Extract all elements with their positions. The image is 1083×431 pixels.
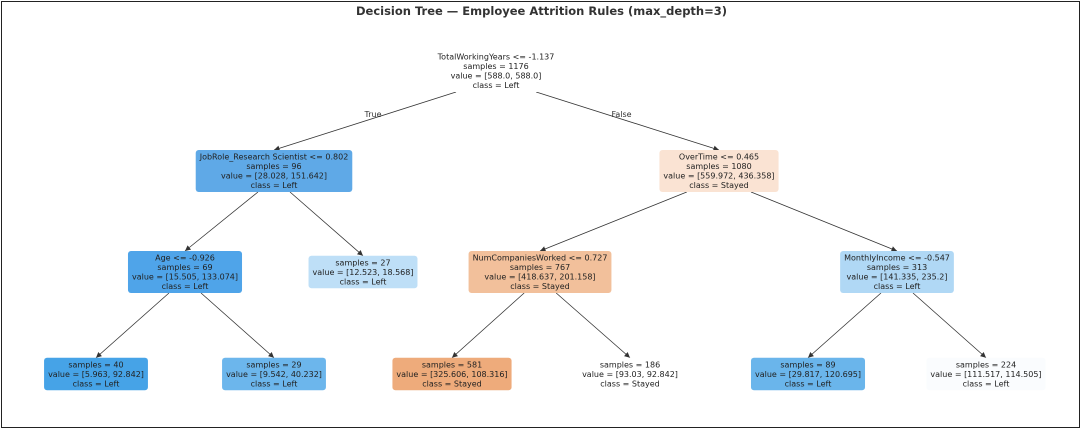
- tree-node-line: value = [141.335, 235.2]: [847, 273, 948, 282]
- tree-node-line: value = [588.0, 588.0]: [451, 72, 542, 81]
- tree-node-line: samples = 224: [956, 360, 1016, 369]
- tree-node-line: value = [12.523, 18.568]: [313, 268, 414, 277]
- tree-node-line: samples = 29: [246, 360, 301, 369]
- tree-node-line: samples = 40: [68, 360, 123, 369]
- tree-node-line: class = Left: [340, 277, 387, 286]
- edge-label-true: True: [364, 110, 382, 119]
- tree-node-line: value = [93.03, 92.842]: [582, 370, 678, 379]
- tree-node-line: samples = 186: [600, 360, 660, 369]
- tree-node-line: value = [111.517, 114.505]: [930, 370, 1041, 379]
- edges-layer: True False: [95, 91, 987, 359]
- tree-node-line: class = Left: [251, 181, 298, 190]
- tree-node-line: value = [9.542, 40.232]: [226, 370, 322, 379]
- tree-edge: [539, 191, 687, 252]
- tree-node-line: value = [559.972, 436.358]: [663, 172, 774, 181]
- tree-node-line: MonthlyIncome <= -0.547: [844, 254, 950, 263]
- tree-node-line: samples = 767: [510, 263, 570, 272]
- tree-node-line: JobRole_Research Scientist <= 0.802: [199, 153, 349, 162]
- edge-label-false: False: [612, 110, 632, 119]
- tree-node-line: value = [29.817, 120.695]: [755, 370, 861, 379]
- tree-node-n1: JobRole_Research Scientist <= 0.802sampl…: [195, 150, 353, 192]
- tree-node-line: value = [325.606, 108.316]: [396, 370, 507, 379]
- tree-node-line: class = Left: [162, 282, 209, 291]
- tree-node-line: samples = 69: [157, 263, 212, 272]
- tree-node-line: class = Left: [473, 81, 520, 90]
- tree-edge: [289, 191, 364, 257]
- tree-node-line: value = [5.963, 92.842]: [48, 370, 144, 379]
- tree-edge: [451, 292, 525, 359]
- tree-node-box: [750, 357, 866, 391]
- tree-node-line: samples = 1176: [463, 62, 528, 71]
- figure-title: Decision Tree — Employee Attrition Rules…: [355, 4, 728, 18]
- tree-node-line: value = [28.028, 151.642]: [221, 172, 327, 181]
- tree-node-box: [926, 357, 1046, 391]
- tree-node-line: class = Left: [963, 379, 1010, 388]
- tree-node-line: NumCompaniesWorked <= 0.727: [473, 254, 608, 263]
- tree-node-line: class = Left: [73, 379, 120, 388]
- tree-node-line: samples = 581: [422, 360, 482, 369]
- tree-edge: [750, 191, 898, 252]
- tree-edge: [536, 91, 720, 151]
- tree-edge: [807, 292, 882, 359]
- tree-edge: [184, 191, 259, 252]
- tree-node-box: [308, 255, 418, 289]
- tree-edge: [912, 292, 987, 359]
- tree-node-line: TotalWorkingYears <= -1.137: [437, 53, 555, 62]
- tree-node-line: OverTime <= 0.465: [679, 153, 759, 162]
- tree-node-box: [44, 357, 148, 391]
- tree-node-line: value = [418.637, 201.158]: [484, 273, 595, 282]
- tree-node-line: samples = 96: [246, 162, 301, 171]
- tree-node-box: [578, 357, 682, 391]
- tree-node-box: [659, 150, 779, 192]
- tree-node-box: [222, 357, 326, 391]
- tree-node-box: [195, 150, 353, 192]
- tree-node-line: value = [15.505, 133.074]: [132, 273, 238, 282]
- tree-node-line: samples = 89: [780, 360, 835, 369]
- tree-node-line: class = Left: [874, 282, 921, 291]
- tree-edge: [200, 292, 275, 359]
- tree-node-box: [392, 357, 512, 391]
- tree-node-line: samples = 1080: [686, 162, 751, 171]
- tree-node-line: class = Stayed: [600, 379, 660, 388]
- tree-node-line: samples = 27: [335, 258, 390, 267]
- tree-node-line: class = Left: [251, 379, 298, 388]
- tree-node-box: [840, 251, 954, 293]
- tree-edge: [95, 292, 170, 359]
- tree-node-box: [127, 251, 243, 293]
- tree-node-line: Age <= -0.926: [155, 254, 215, 263]
- tree-node-box: [433, 50, 559, 92]
- tree-node-line: class = Stayed: [689, 181, 749, 190]
- tree-node-line: samples = 313: [867, 263, 927, 272]
- tree-edge: [273, 91, 457, 151]
- tree-edge: [555, 292, 631, 359]
- tree-node-line: class = Stayed: [422, 379, 482, 388]
- tree-node-line: class = Stayed: [510, 282, 570, 291]
- tree-node-line: class = Left: [785, 379, 832, 388]
- tree-node-box: [468, 251, 612, 293]
